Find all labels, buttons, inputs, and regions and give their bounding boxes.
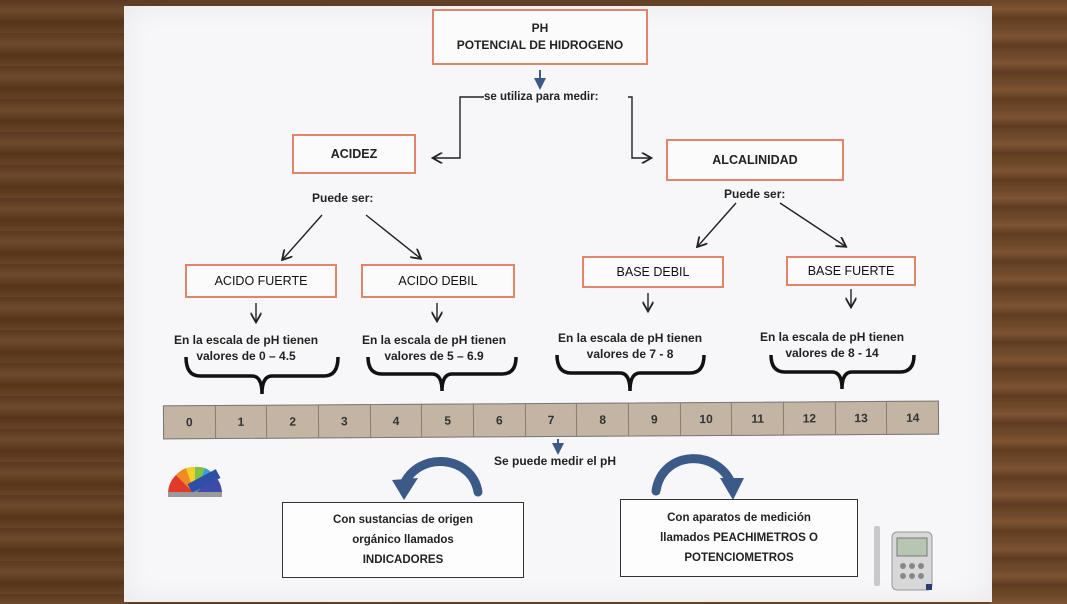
base-fuerte-box: BASE FUERTE xyxy=(786,256,916,286)
ph-scale-cell: 8 xyxy=(577,403,630,436)
indicators-line3: INDICADORES xyxy=(362,554,444,567)
ph-meter-icon xyxy=(874,526,933,591)
ph-scale-cell: 2 xyxy=(267,405,320,438)
desc-acido-debil: En la escala de pH tienen valores de 5 –… xyxy=(362,332,506,364)
acido-debil-box: ACIDO DEBIL xyxy=(361,264,515,298)
wood-background-left xyxy=(0,0,128,604)
uses-label: se utiliza para medir: xyxy=(484,91,599,103)
ph-scale-cell: 12 xyxy=(783,402,836,435)
puede-ser-right: Puede ser: xyxy=(724,187,786,201)
desc-acido-debil-line1: En la escala de pH tienen xyxy=(362,333,507,347)
indicators-line1: Con sustancias de origen xyxy=(333,513,473,526)
branch-acidez-arrow xyxy=(434,96,484,158)
ph-scale-cell: 4 xyxy=(370,404,423,438)
ph-scale-cell: 9 xyxy=(628,403,681,436)
ph-scale-cell: 11 xyxy=(732,402,785,435)
ph-scale-cell: 5 xyxy=(422,404,475,437)
indicators-line2: orgánico llamados xyxy=(352,533,454,546)
branch-alcalinidad-arrow xyxy=(628,96,650,158)
devices-line1: Con aparatos de medición xyxy=(667,511,811,524)
curve-arrow-left xyxy=(398,457,483,497)
title-line2: POTENCIAL DE HIDROGENO xyxy=(456,38,624,52)
desc-base-debil-line2: valores de 7 - 8 xyxy=(586,347,674,362)
devices-box: Con aparatos de medición llamados PEACHI… xyxy=(620,499,858,577)
acido-fuerte-box: ACIDO FUERTE xyxy=(185,264,337,298)
desc-base-debil-line1: En la escala de pH tienen xyxy=(558,331,703,345)
arrow-to-acido-debil xyxy=(365,214,420,258)
desc-acido-fuerte-line1: En la escala de pH tienen xyxy=(174,333,319,347)
arrow-to-base-fuerte xyxy=(779,202,845,246)
puede-ser-left: Puede ser: xyxy=(312,191,374,205)
brace-acido-debil xyxy=(366,356,518,392)
ph-scale-cell: 6 xyxy=(473,404,526,437)
ph-scale-cell: 14 xyxy=(906,410,920,425)
desc-base-fuerte: En la escala de pH tienen valores de 8 -… xyxy=(760,329,904,361)
title-box: PH POTENCIAL DE HIDROGENO xyxy=(432,9,648,65)
brace-base-fuerte xyxy=(769,354,916,390)
arrow-to-base-debil xyxy=(698,202,737,246)
desc-acido-fuerte-line2: valores de 0 – 4.5 xyxy=(196,349,296,364)
ph-scale-cell: 10 xyxy=(680,402,733,436)
ph-scale-cell: 1 xyxy=(215,405,268,439)
base-debil-box: BASE DEBIL xyxy=(582,256,724,288)
desc-acido-fuerte: En la escala de pH tienen valores de 0 –… xyxy=(174,332,318,364)
desc-base-debil: En la escala de pH tienen valores de 7 -… xyxy=(558,330,702,362)
desc-base-fuerte-line1: En la escala de pH tienen xyxy=(760,330,905,344)
ph-scale-cell: 7 xyxy=(525,403,578,437)
alcalinidad-box: ALCALINIDAD xyxy=(666,139,844,181)
ph-scale-cell: 0 xyxy=(163,406,216,439)
desc-acido-debil-line2: valores de 5 – 6.9 xyxy=(384,349,484,364)
ph-gauge-icon xyxy=(168,466,222,497)
ph-scale-cell: 3 xyxy=(318,405,371,438)
arrow-to-acido-fuerte xyxy=(283,214,323,259)
brace-base-debil xyxy=(555,354,706,392)
devices-line3: POTENCIOMETROS xyxy=(684,552,794,565)
measure-label: Se puede medir el pH xyxy=(494,454,617,468)
curve-arrow-right xyxy=(651,454,737,496)
acidez-box: ACIDEZ xyxy=(292,134,416,174)
title-line1: PH xyxy=(531,20,549,35)
curve-arrow-left-head xyxy=(392,478,418,500)
indicators-box: Con sustancias de origen orgánico llamad… xyxy=(282,502,524,578)
devices-line2: llamados PEACHIMETROS O xyxy=(660,531,818,544)
ph-scale-cell: 13 xyxy=(835,401,888,435)
wood-background-right xyxy=(990,0,1067,604)
brace-acido-fuerte xyxy=(184,356,340,395)
curve-arrow-right-head xyxy=(720,478,744,500)
desc-base-fuerte-line2: valores de 8 - 14 xyxy=(785,346,879,361)
